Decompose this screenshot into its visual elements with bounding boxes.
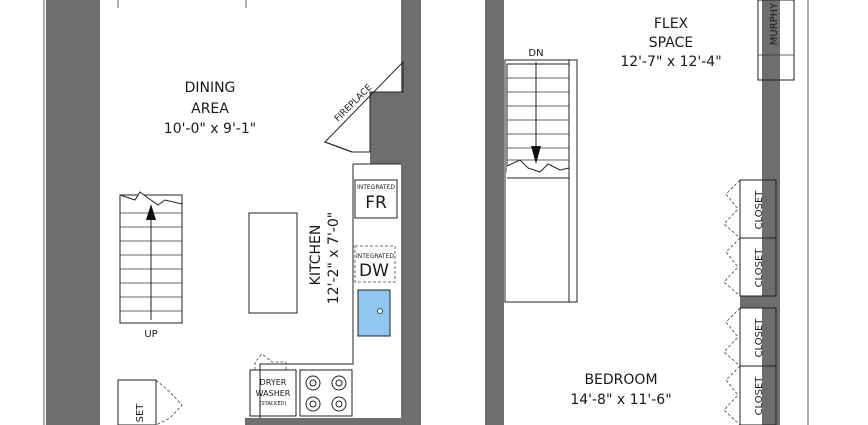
- bottom-wall-kitchen: [245, 418, 421, 425]
- closets-right: CLOSET CLOSET CLOSET CLOSET: [723, 179, 777, 425]
- fireplace-label: FIREPLACE: [333, 83, 375, 125]
- flex-name-line2: SPACE: [649, 35, 693, 51]
- murphy-label: MURPHY: [769, 2, 780, 45]
- stair-up-arrow: [146, 204, 156, 220]
- stair-up-label: UP: [144, 329, 157, 340]
- closet-4-label: CLOSET: [754, 376, 765, 416]
- dryer-label-line3: (STACKED): [260, 401, 287, 407]
- murphy-bed: MURPHY: [757, 0, 795, 81]
- closet-1-label: CLOSET: [754, 190, 765, 230]
- dishwasher-caption: INTEGRATED: [356, 253, 394, 260]
- left-wall: [46, 0, 100, 425]
- stovetop: [299, 369, 353, 417]
- flex-left-wall: [485, 0, 504, 425]
- kitchen-island: [248, 212, 298, 314]
- kitchen: KITCHEN 12'-2" x 7'-0" INTEGRATED FR INT…: [248, 163, 401, 418]
- washer-dryer: [249, 369, 297, 417]
- dining-name-line1: DINING: [185, 80, 236, 96]
- stair-up: UP: [119, 191, 183, 340]
- fireplace-wall: [370, 92, 401, 164]
- stair-down-arrow: [531, 146, 541, 164]
- bedroom: BEDROOM 14'-8" x 11'-6": [570, 372, 671, 408]
- dining-dims: 10'-0" x 9'-1": [164, 121, 256, 137]
- flex-space: FLEX SPACE 12'-7" x 12'-4": [620, 16, 721, 70]
- flex-dims: 12'-7" x 12'-4": [620, 54, 721, 70]
- closet-3-label: CLOSET: [754, 318, 765, 358]
- lower-left-closet: SET: [117, 379, 183, 425]
- closet-divider: [740, 296, 778, 308]
- closet-2-label: CLOSET: [754, 248, 765, 288]
- kitchen-dims: 12'-2" x 7'-0": [326, 212, 342, 304]
- closet-4: [739, 365, 777, 425]
- dining-area: DINING AREA 10'-0" x 9'-1": [164, 80, 256, 137]
- stair-down-label: DN: [528, 48, 543, 59]
- bedroom-name: BEDROOM: [584, 372, 657, 388]
- dryer-label-line1: DRYER: [260, 378, 287, 387]
- bedroom-dims: 14'-8" x 11'-6": [570, 392, 671, 408]
- stair-down: DN: [504, 48, 578, 303]
- walls: [46, 0, 780, 425]
- fridge-caption: INTEGRATED: [357, 184, 395, 191]
- dishwasher-label: DW: [359, 261, 389, 281]
- dryer-label-line2: WASHER: [256, 389, 291, 398]
- kitchen-right-wall: [401, 0, 421, 425]
- flex-name-line1: FLEX: [654, 16, 689, 32]
- closet-2: [739, 237, 777, 297]
- integrated-dishwasher: [354, 245, 396, 283]
- kitchen-sink: [357, 289, 391, 337]
- lower-closet-label: SET: [135, 403, 146, 423]
- kitchen-name: KITCHEN: [308, 225, 324, 286]
- fridge-label: FR: [365, 193, 387, 213]
- sink-drain: [377, 308, 383, 314]
- dining-name-line2: AREA: [191, 101, 229, 117]
- integrated-fridge: [354, 179, 398, 219]
